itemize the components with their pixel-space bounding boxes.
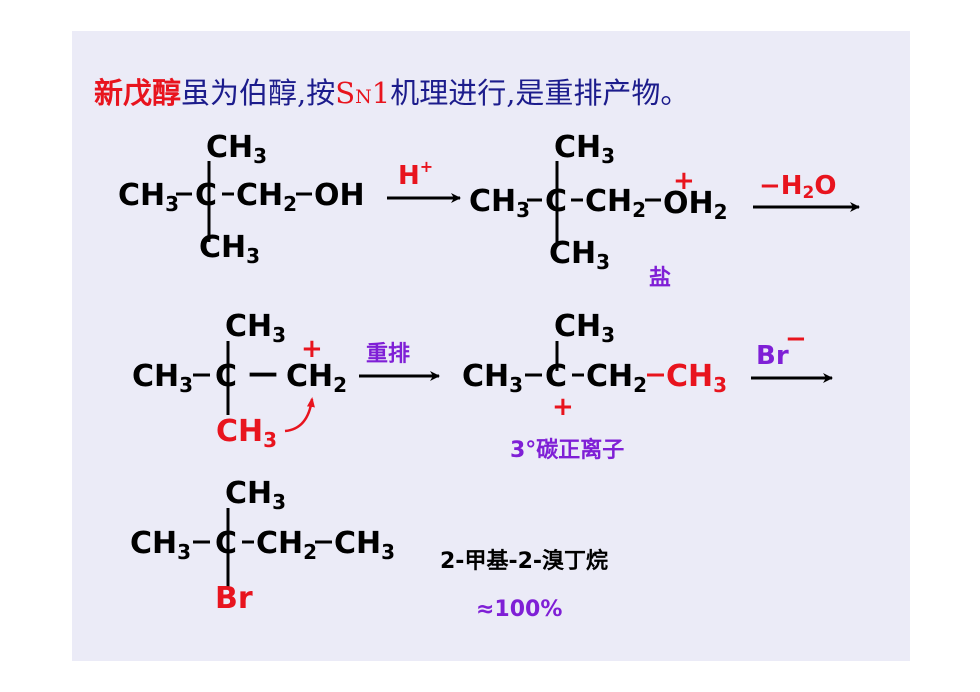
central-carbon: C	[195, 178, 217, 213]
methyl-top: CH3	[554, 130, 615, 168]
migrated-methyl: CH3	[666, 359, 727, 397]
reactant-neopentyl-alcohol: CH3 CH3 C CH2 OH CH3	[118, 130, 365, 268]
positive-charge: +	[301, 334, 323, 364]
bromine-atom: Br	[215, 581, 253, 616]
long-bond: —	[248, 356, 278, 391]
methyl-top: CH3	[225, 309, 286, 347]
methyl-top: CH3	[554, 309, 615, 347]
primary-carbocation: CH3 CH3 C — CH2 + CH3	[132, 309, 347, 452]
methyl-left: CH3	[132, 359, 193, 397]
positive-charge: +	[673, 166, 695, 196]
salt-label: 盐	[649, 266, 671, 291]
yield-label: ≈100%	[476, 597, 562, 622]
methyl-left: CH3	[118, 178, 179, 216]
methylene: CH2	[585, 184, 646, 222]
methylene: CH2	[236, 178, 297, 216]
arrow-rearrangement: 重排	[359, 342, 440, 381]
methyl-left: CH3	[462, 359, 523, 397]
arrow-label-minus-water: −H2O	[759, 171, 837, 203]
slide: 新戊醇虽为伯醇,按SN1机理进行,是重排产物。 CH3 CH3 C CH2 OH…	[72, 31, 910, 661]
oxonium-group: OH2	[663, 186, 728, 224]
title-neopentyl-alcohol: 新戊醇	[94, 76, 181, 110]
negative-charge: −	[785, 324, 807, 354]
title-text-b: 机理进行,是重排产物。	[390, 76, 689, 110]
positive-charge: +	[552, 392, 574, 422]
migrating-methyl: CH3	[216, 414, 277, 452]
tertiary-carbocation: CH3 CH3 C CH2 CH3 +	[462, 309, 727, 422]
arrow-protonation: H+	[387, 157, 461, 203]
product-name: 2-甲基-2-溴丁烷	[440, 548, 608, 574]
product-oxonium: CH3 CH3 C CH2 + OH2 CH3	[469, 130, 728, 274]
methyl-end: CH3	[334, 526, 395, 564]
methylene: CH2	[586, 359, 647, 397]
title-sn1-s: S	[335, 76, 355, 110]
arrow-label-bromide: Br	[756, 341, 789, 371]
methyl-top: CH3	[225, 476, 286, 514]
methylene: CH2	[256, 526, 317, 564]
central-carbon: C	[215, 526, 237, 561]
arrow-label-h-plus: H+	[398, 157, 433, 191]
central-carbon: C	[545, 184, 567, 219]
page-title: 新戊醇虽为伯醇,按SN1机理进行,是重排产物。	[94, 76, 689, 110]
arrow-bromide-attack: Br −	[751, 324, 833, 383]
migration-curved-arrow	[284, 397, 315, 433]
methylene-cation: CH2	[286, 359, 347, 397]
methyl-top: CH3	[206, 130, 267, 168]
central-carbon: C	[215, 359, 237, 394]
arrow-label-rearrangement: 重排	[366, 342, 410, 367]
title-sn1-n: N	[355, 86, 372, 108]
tertiary-carbocation-label: 3°碳正离子	[510, 437, 624, 463]
hydroxyl: OH	[314, 178, 365, 213]
central-carbon: C	[545, 359, 567, 394]
arrow-dehydration: −H2O	[753, 171, 860, 212]
title-sn1-1: 1	[372, 76, 390, 110]
methyl-bottom: CH3	[199, 230, 260, 268]
methyl-left: CH3	[469, 184, 530, 222]
reaction-diagram: 新戊醇虽为伯醇,按SN1机理进行,是重排产物。 CH3 CH3 C CH2 OH…	[94, 76, 860, 622]
methyl-bottom: CH3	[549, 236, 610, 274]
title-text-a: 虽为伯醇,按	[181, 76, 335, 110]
methyl-left: CH3	[130, 526, 191, 564]
product-bromobutane: CH3 CH3 C CH2 CH3 Br	[130, 476, 395, 616]
